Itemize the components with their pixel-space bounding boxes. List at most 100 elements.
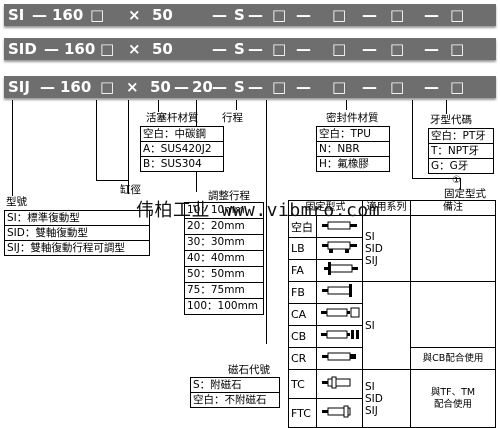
leader-line xyxy=(266,334,267,344)
rod-square: □ xyxy=(100,40,115,58)
dash: — xyxy=(40,78,55,96)
header-note: 備注 xyxy=(410,200,496,216)
piston-rod-title: 活塞杆材質 xyxy=(146,112,199,124)
cylinder-rear-clevis-icon xyxy=(316,347,363,370)
model-type-option: SI：標準復動型 xyxy=(7,212,80,224)
leader-line xyxy=(460,178,461,190)
bore-label: 缸徑 xyxy=(120,184,141,196)
series-text: SID xyxy=(365,242,383,255)
dash: — xyxy=(362,78,377,96)
stroke-code: 50 xyxy=(150,78,171,96)
adjust-stroke-option: 100：100mm xyxy=(185,298,263,314)
series-text: SID xyxy=(365,392,383,405)
series-text: SIJ xyxy=(365,404,378,417)
dash: — xyxy=(362,40,377,58)
thread-square: □ xyxy=(390,78,405,96)
model-code: SI xyxy=(8,6,25,24)
dash: — xyxy=(212,78,227,96)
rod-square: □ xyxy=(100,78,115,96)
dash: — xyxy=(296,40,311,58)
dash: — xyxy=(44,40,59,58)
note-text: 與TF、TM xyxy=(430,386,476,398)
mount-code: CA xyxy=(288,303,317,326)
thread-title: 牙型代碼 xyxy=(430,114,472,126)
leader-line xyxy=(346,100,347,110)
magnet-code: S xyxy=(234,40,245,58)
magnet-title: 磁石代號 xyxy=(228,364,270,376)
note-cell xyxy=(410,281,496,348)
dash: — xyxy=(212,40,227,58)
mount-title: 固定型式 xyxy=(444,188,486,200)
series-text: SI xyxy=(365,230,375,243)
series-cell: SI SID SIJ xyxy=(362,215,411,282)
mount-type-table: 固定型式 適用系列 備注 空白 SI SID SIJ LB FA FB SI xyxy=(288,200,496,428)
seal-material-title: 密封件材質 xyxy=(326,112,379,124)
seal-option: 空白：TPU xyxy=(319,128,371,140)
thread-square: □ xyxy=(390,40,405,58)
note-cr: 與CB配合使用 xyxy=(410,347,496,370)
magnet-code: S xyxy=(234,6,245,24)
seal-option: H：氟橡膠 xyxy=(317,156,389,171)
piston-rod-option: B：SUS304 xyxy=(141,156,223,171)
adjust-code: 20 xyxy=(192,78,213,96)
extra-square: □ xyxy=(450,78,465,96)
model-type-option: SIJ：雙軸復動行程可調型 xyxy=(5,240,149,255)
circle-one-mark: ① xyxy=(452,175,461,186)
series-text: SI xyxy=(365,380,375,393)
extra-square: □ xyxy=(450,40,465,58)
dash: — xyxy=(296,78,311,96)
cylinder-clevis-b-icon xyxy=(316,325,363,348)
note-text: 配合使用 xyxy=(433,398,472,410)
dash: — xyxy=(424,78,439,96)
code-bar-sij: SIJ — 160 □ × 50 — 20 — S — □ — □ — □ — … xyxy=(4,76,496,98)
note-tc: 與TF、TM 配合使用 xyxy=(410,369,496,428)
times-sign: × xyxy=(128,40,141,58)
mount-code: FTC xyxy=(288,398,317,428)
mount-square: □ xyxy=(332,78,347,96)
leader-line xyxy=(96,180,128,181)
cylinder-foot-icon xyxy=(316,237,363,260)
seal-square: □ xyxy=(272,6,287,24)
mount-square: □ xyxy=(332,40,347,58)
model-code: SIJ xyxy=(8,78,30,96)
piston-rod-option: 空白：中碳鋼 xyxy=(143,128,206,140)
leader-line xyxy=(266,100,267,334)
mount-code: 空白 xyxy=(288,215,317,238)
mount-square: □ xyxy=(332,6,347,24)
rod-square: □ xyxy=(90,6,105,24)
thread-square: □ xyxy=(390,6,405,24)
leader-line xyxy=(412,178,460,179)
leader-line xyxy=(412,100,413,178)
magnet-option: 空白：不附磁石 xyxy=(191,392,279,407)
magnet-box: S：附磁石 空白：不附磁石 xyxy=(190,377,280,408)
cylinder-front-flange-icon xyxy=(316,259,363,282)
model-type-title: 型號 xyxy=(6,196,27,208)
stroke-code: 50 xyxy=(152,40,173,58)
seal-square: □ xyxy=(272,78,287,96)
leader-line xyxy=(236,100,237,110)
leader-line xyxy=(158,100,159,112)
dash: — xyxy=(296,6,311,24)
dash: — xyxy=(32,6,47,24)
magnet-option: S：附磁石 xyxy=(193,379,242,391)
dash: — xyxy=(424,6,439,24)
seal-option: N：NBR xyxy=(317,141,389,156)
series-cell: SI SID SIJ xyxy=(362,369,411,428)
leader-line xyxy=(128,100,129,194)
dash: — xyxy=(174,78,189,96)
bore-code: 160 xyxy=(64,40,96,58)
mount-code: FB xyxy=(288,281,317,304)
times-sign: × xyxy=(126,78,139,96)
adjust-stroke-option: 20：20mm xyxy=(185,218,263,234)
bore-code: 160 xyxy=(60,78,92,96)
cylinder-rear-flange-icon xyxy=(316,281,363,304)
adjust-stroke-option: 50：50mm xyxy=(185,266,263,282)
adjust-stroke-title: 調整行程 xyxy=(208,190,250,202)
stroke-code: 50 xyxy=(152,6,173,24)
leader-line xyxy=(446,100,447,114)
mount-code: LB xyxy=(288,237,317,260)
adjust-stroke-box: 10：10mm 20：20mm 30：30mm 40：40mm 50：50mm … xyxy=(184,202,264,315)
model-type-option: SID：雙軸復動型 xyxy=(5,225,149,240)
adjust-stroke-option: 75：75mm xyxy=(185,282,263,298)
adjust-stroke-option: 40：40mm xyxy=(185,250,263,266)
